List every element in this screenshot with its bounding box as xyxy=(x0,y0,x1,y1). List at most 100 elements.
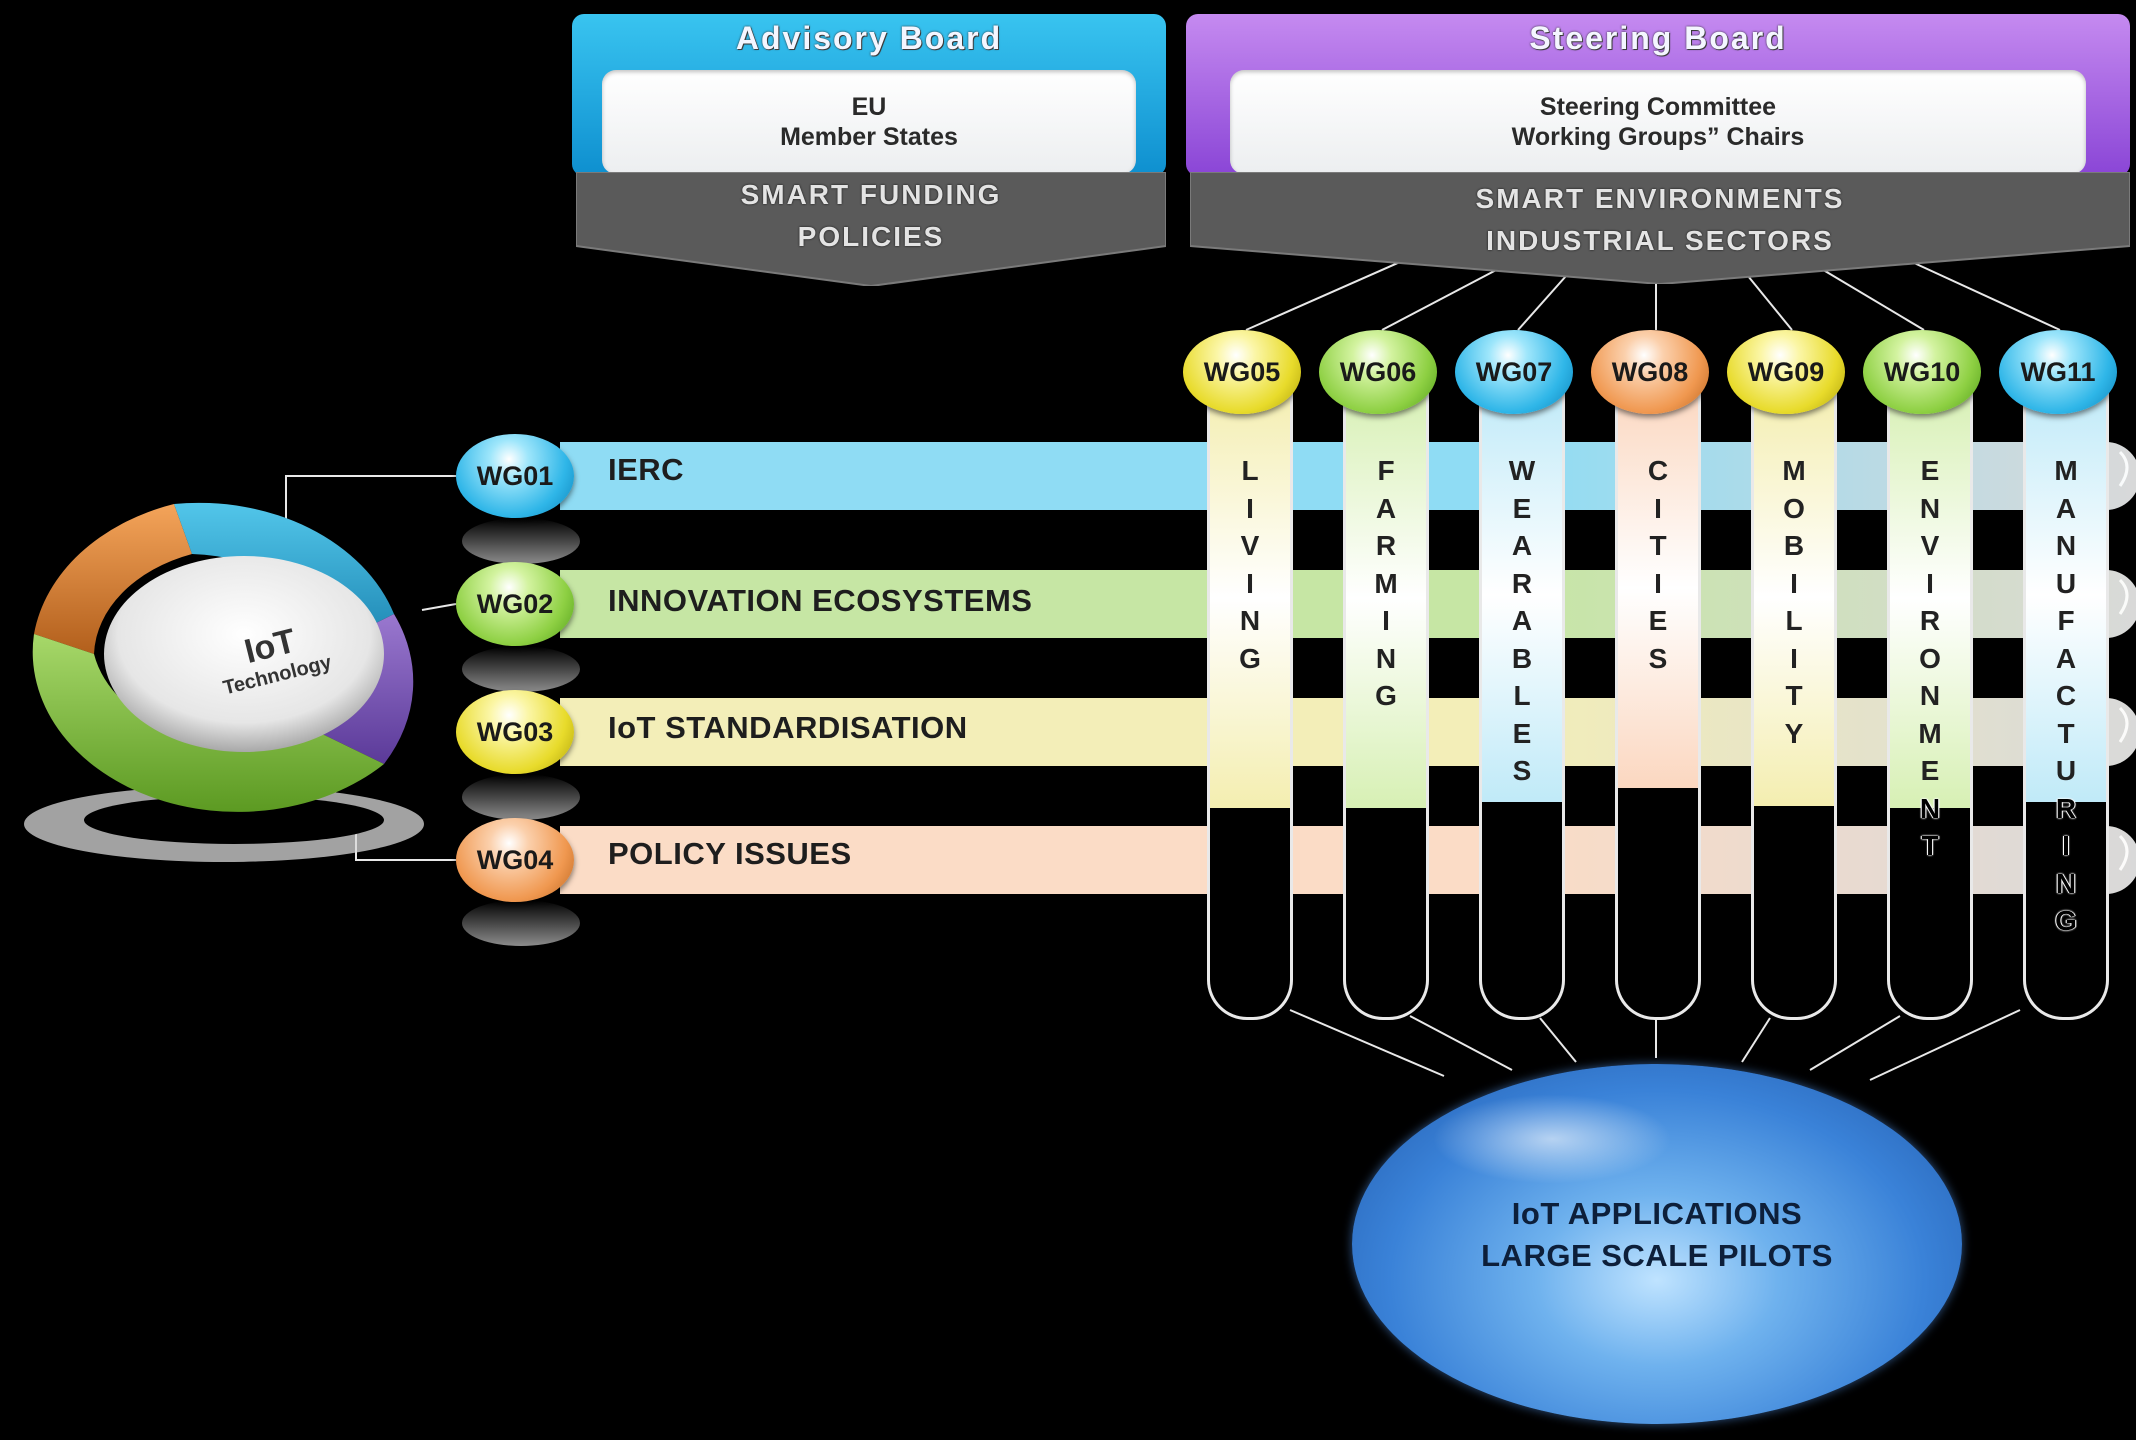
column-letter: B xyxy=(1783,530,1805,561)
column-letter: C xyxy=(2055,680,2077,711)
advisory-board-members: EU Member States xyxy=(602,70,1136,174)
column-letter: I xyxy=(1790,567,1798,599)
column-fill xyxy=(1754,388,1834,806)
column-letter: L xyxy=(1513,680,1531,711)
column-letter: N xyxy=(2055,867,2077,899)
steering-board-line2: Working Groups” Chairs xyxy=(1511,123,1805,151)
funding-banner: SMART FUNDING POLICIES xyxy=(576,174,1166,258)
advisory-board: Advisory Board EU Member States xyxy=(572,14,1166,176)
column-wg08 xyxy=(1615,388,1701,1020)
steering-board-members: Steering Committee Working Groups” Chair… xyxy=(1230,70,2086,174)
column-fill xyxy=(1618,388,1698,788)
column-letter: R xyxy=(2055,792,2077,824)
column-letter: V xyxy=(1920,530,1940,561)
column-wg09 xyxy=(1751,388,1837,1020)
column-fill xyxy=(1890,388,1970,808)
column-wg06 xyxy=(1343,388,1429,1020)
column-letter: G xyxy=(1375,680,1397,711)
iot-applications-ellipse xyxy=(1352,1064,1962,1424)
funding-banner-line2: POLICIES xyxy=(797,221,945,252)
column-letter: I xyxy=(1926,567,1934,599)
column-fill xyxy=(1210,388,1290,808)
badge-reflection xyxy=(462,518,580,564)
column-letter: I xyxy=(1790,642,1798,674)
column-letter: G xyxy=(1239,642,1261,674)
wg03-badge: WG03 xyxy=(456,690,574,774)
wg06-badge: WG06 xyxy=(1319,330,1437,414)
column-wg07 xyxy=(1479,388,1565,1020)
wg07-badge: WG07 xyxy=(1455,330,1573,414)
connector-line xyxy=(1245,261,1401,331)
wg10-badge: WG10 xyxy=(1863,330,1981,414)
column-letter: I xyxy=(2062,830,2070,861)
column-letter: I xyxy=(1382,605,1390,636)
column-letter: A xyxy=(1511,530,1533,561)
wg05-badge: WG05 xyxy=(1183,330,1301,414)
wg01-label: IERC xyxy=(608,452,685,487)
column-letter: U xyxy=(2055,567,2077,599)
wg01-badge: WG01 xyxy=(456,434,574,518)
ring-segment-orange xyxy=(34,504,192,654)
column-letter: O xyxy=(1919,642,1941,674)
ring-shadow-inner xyxy=(84,796,384,844)
column-letter: B xyxy=(1511,642,1533,674)
connector-line xyxy=(1741,1017,1771,1063)
column-fill xyxy=(2026,388,2106,802)
connector-line xyxy=(1381,267,1501,331)
connector-line xyxy=(1517,275,1567,331)
column-letter: I xyxy=(1246,492,1254,524)
connector-line xyxy=(1289,1009,1445,1077)
funding-banner-line1: SMART FUNDING xyxy=(740,179,1002,210)
connector-line xyxy=(1809,1015,1901,1071)
column-letter: V xyxy=(1240,530,1260,561)
column-letter: T xyxy=(1785,680,1803,711)
column-letter: I xyxy=(1654,492,1662,524)
column-fill xyxy=(1346,388,1426,808)
advisory-board-line1: EU xyxy=(851,93,887,121)
wg09-badge: WG09 xyxy=(1727,330,1845,414)
column-letter: A xyxy=(2055,642,2077,674)
environments-banner-line1: SMART ENVIRONMENTS xyxy=(1475,183,1845,214)
wg04-label: POLICY ISSUES xyxy=(608,836,852,871)
column-letter: F xyxy=(2057,605,2075,636)
column-letter: N xyxy=(1239,605,1261,636)
badge-reflection xyxy=(462,900,580,946)
column-letter: A xyxy=(1375,492,1397,524)
connector-line xyxy=(1911,261,2061,331)
wg04-badge: WG04 xyxy=(456,818,574,902)
column-letter: U xyxy=(2055,755,2077,786)
column-letter: A xyxy=(1511,605,1533,636)
column-letter: N xyxy=(2055,530,2077,561)
column-letter: A xyxy=(2055,492,2077,524)
connector-line xyxy=(1409,1015,1513,1071)
column-wg11 xyxy=(2023,388,2109,1020)
column-letter: E xyxy=(1512,492,1532,524)
column-letter: M xyxy=(1782,455,1806,486)
column-letter: S xyxy=(1648,642,1668,674)
column-letter: E xyxy=(1920,455,1940,486)
badge-reflection xyxy=(462,646,580,692)
column-letter: F xyxy=(1377,455,1395,486)
column-letter: L xyxy=(1241,455,1259,486)
advisory-board-line2: Member States xyxy=(780,123,958,151)
steering-board-line1: Steering Committee xyxy=(1539,93,1777,121)
applications-line1: IoT APPLICATIONS xyxy=(1511,1196,1803,1231)
wg11-badge: WG11 xyxy=(1999,330,2117,414)
column-letter: R xyxy=(1375,530,1397,561)
iot-technology-ring xyxy=(24,502,424,862)
column-letter: T xyxy=(2057,717,2075,749)
connector-line xyxy=(1869,1009,2021,1081)
wg02-label: INNOVATION ECOSYSTEMS xyxy=(608,583,1033,618)
column-letter: T xyxy=(1649,530,1667,561)
column-letter: C xyxy=(1647,455,1669,486)
column-letter: I xyxy=(1654,567,1662,599)
column-letter: M xyxy=(1918,717,1942,749)
column-letter: O xyxy=(1783,492,1805,524)
column-letter: L xyxy=(1785,605,1803,636)
column-letter: R xyxy=(1511,567,1533,599)
